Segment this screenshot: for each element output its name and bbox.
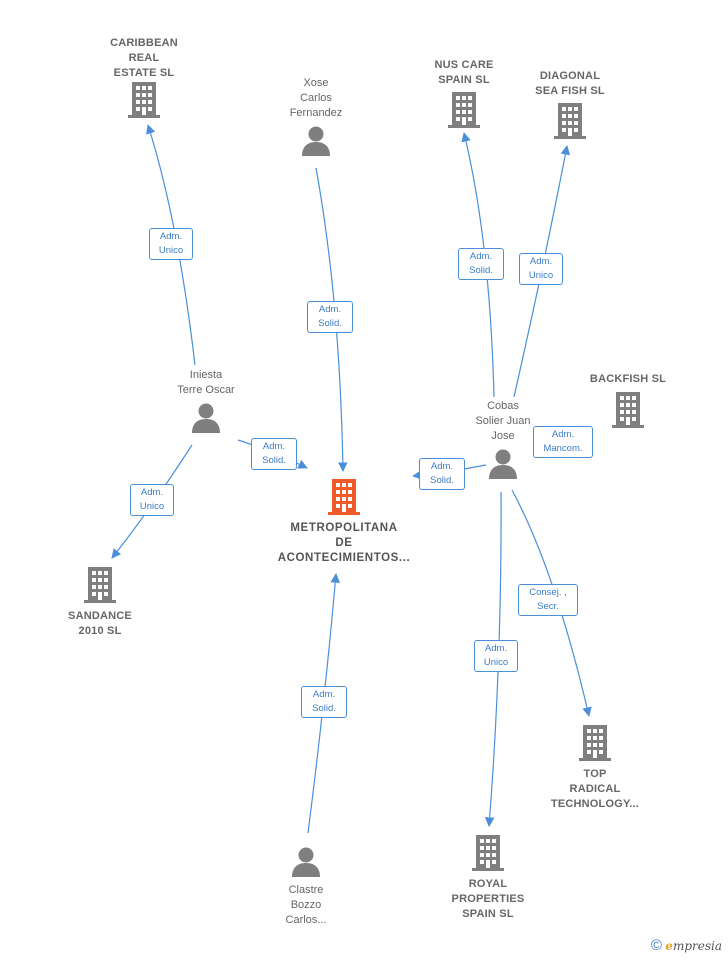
node-xose[interactable]: Xose Carlos Fernandez xyxy=(264,76,368,162)
node-topradical[interactable]: TOP RADICAL TECHNOLOGY... xyxy=(540,724,650,812)
node-label: SANDANCE 2010 SL xyxy=(68,610,132,637)
badge-adm-solid[interactable]: Adm. Solid. xyxy=(419,458,465,490)
badge-adm-unico[interactable]: Adm. Unico xyxy=(519,253,563,285)
node-label: DIAGONAL SEA FISH SL xyxy=(535,70,605,97)
node-metropolitana[interactable]: METROPOLITANA DE ACONTECIMIENTOS... xyxy=(264,478,424,566)
node-label: Cobas Solier Juan Jose xyxy=(475,400,531,442)
node-label: ROYAL PROPERTIES SPAIN SL xyxy=(451,878,525,920)
node-sandance[interactable]: SANDANCE 2010 SL xyxy=(50,566,150,639)
building-icon xyxy=(612,392,644,428)
building-icon xyxy=(579,725,611,761)
footer-brand: © empresia xyxy=(651,937,722,954)
badge-adm-unico[interactable]: Adm. Unico xyxy=(149,228,193,260)
badge-adm-solid[interactable]: Adm. Solid. xyxy=(458,248,504,280)
copyright-icon: © xyxy=(650,937,662,954)
node-nuscare[interactable]: NUS CARE SPAIN SL xyxy=(412,58,516,134)
building-icon xyxy=(448,92,480,128)
building-icon xyxy=(554,103,586,139)
building-icon xyxy=(128,82,160,118)
badge-adm-unico[interactable]: Adm. Unico xyxy=(474,640,518,672)
badge-adm-mancom[interactable]: Adm. Mancom. xyxy=(533,426,593,458)
building-icon xyxy=(472,835,504,871)
person-icon xyxy=(302,126,330,156)
node-label: Xose Carlos Fernandez xyxy=(289,77,343,119)
node-clastre[interactable]: Clastre Bozzo Carlos... xyxy=(256,846,356,928)
node-label: NUS CARE SPAIN SL xyxy=(434,59,494,86)
node-label: Clastre Bozzo Carlos... xyxy=(285,884,327,926)
badge-adm-solid[interactable]: Adm. Solid. xyxy=(307,301,353,333)
node-backfish[interactable]: BACKFISH SL xyxy=(576,372,680,434)
person-icon xyxy=(489,449,517,479)
node-caribbean[interactable]: CARIBBEAN REAL ESTATE SL xyxy=(94,36,194,124)
node-iniesta[interactable]: Iniesta Terre Oscar xyxy=(156,368,256,439)
node-label: METROPOLITANA DE ACONTECIMIENTOS... xyxy=(277,522,411,564)
node-cobas[interactable]: Cobas Solier Juan Jose xyxy=(453,399,553,485)
badge-adm-solid[interactable]: Adm. Solid. xyxy=(251,438,297,470)
person-icon xyxy=(192,403,220,433)
building-icon xyxy=(328,479,360,515)
badge-consej-secr[interactable]: Consej. , Secr. xyxy=(518,584,578,616)
brand-logo: empresia xyxy=(665,939,722,953)
node-royal[interactable]: ROYAL PROPERTIES SPAIN SL xyxy=(436,834,540,922)
building-icon xyxy=(84,567,116,603)
person-icon xyxy=(292,847,320,877)
node-label: Iniesta Terre Oscar xyxy=(177,369,235,396)
node-label: CARIBBEAN REAL ESTATE SL xyxy=(110,37,178,79)
badge-adm-unico[interactable]: Adm. Unico xyxy=(130,484,174,516)
node-diagonal[interactable]: DIAGONAL SEA FISH SL xyxy=(514,69,626,145)
node-label: TOP RADICAL TECHNOLOGY... xyxy=(550,768,640,810)
node-label: BACKFISH SL xyxy=(589,373,667,385)
badge-adm-solid[interactable]: Adm. Solid. xyxy=(301,686,347,718)
